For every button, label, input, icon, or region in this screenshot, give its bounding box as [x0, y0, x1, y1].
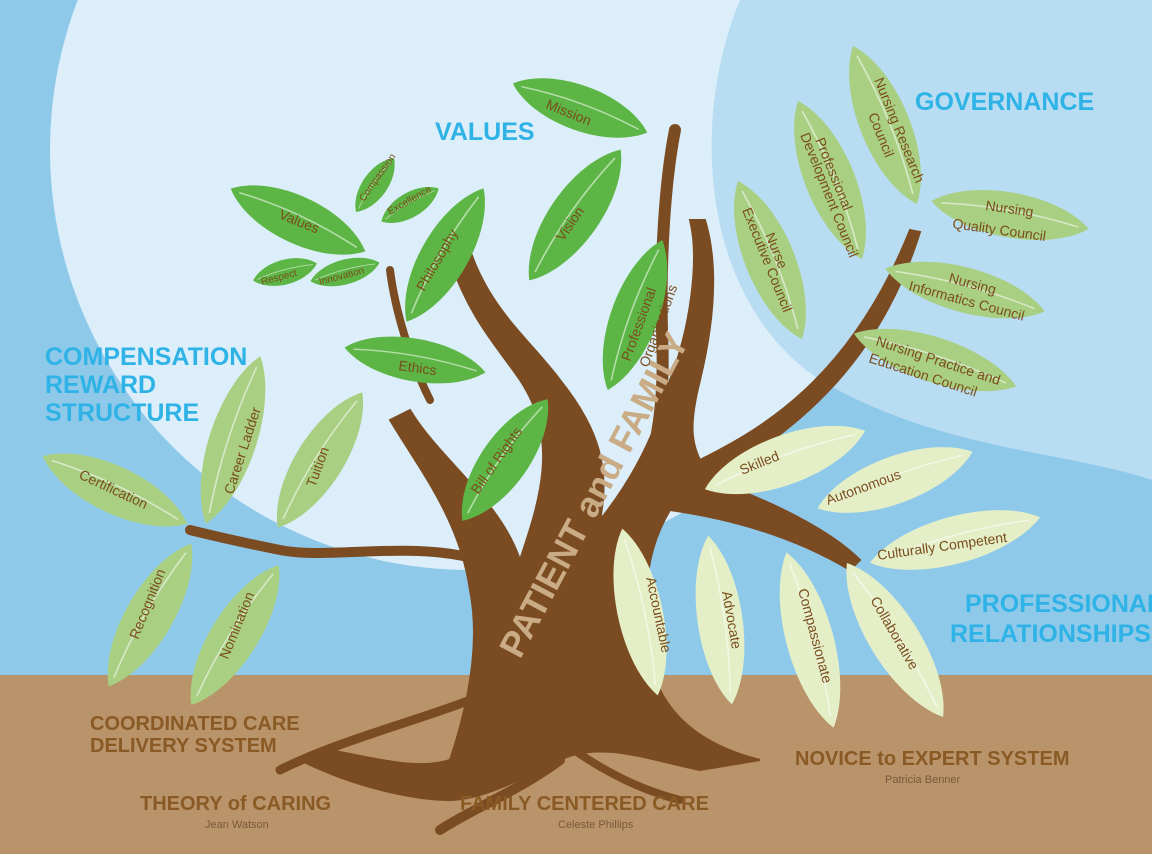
- ground-theory: THEORY of CARING: [140, 793, 331, 815]
- ground-novice-credit: Patricia Benner: [885, 774, 961, 786]
- heading-values: VALUES: [435, 118, 535, 146]
- heading-governance: GOVERNANCE: [915, 88, 1094, 116]
- ground-family-credit: Celeste Phillips: [558, 819, 634, 831]
- ground-family: FAMILY CENTERED CARE: [460, 793, 709, 815]
- heading-compensation-line2: REWARD: [45, 371, 156, 399]
- heading-professional-line1: PROFESSIONAL: [965, 590, 1152, 618]
- ground-coordinated-line2: DELIVERY SYSTEM: [90, 735, 277, 757]
- leaf-ethics-label: Ethics: [398, 357, 438, 378]
- ground-coordinated-line1: COORDINATED CARE: [90, 713, 300, 735]
- heading-compensation-line1: COMPENSATION: [45, 343, 247, 371]
- ground-novice: NOVICE to EXPERT SYSTEM: [795, 748, 1069, 770]
- ground-theory-credit: Jean Watson: [205, 819, 269, 831]
- tree-trunk: [185, 124, 922, 835]
- leaf-nursing-quality-line1: Nursing: [985, 197, 1035, 220]
- heading-professional-line2: RELATIONSHIPS: [950, 620, 1151, 648]
- heading-compensation-line3: STRUCTURE: [45, 399, 199, 427]
